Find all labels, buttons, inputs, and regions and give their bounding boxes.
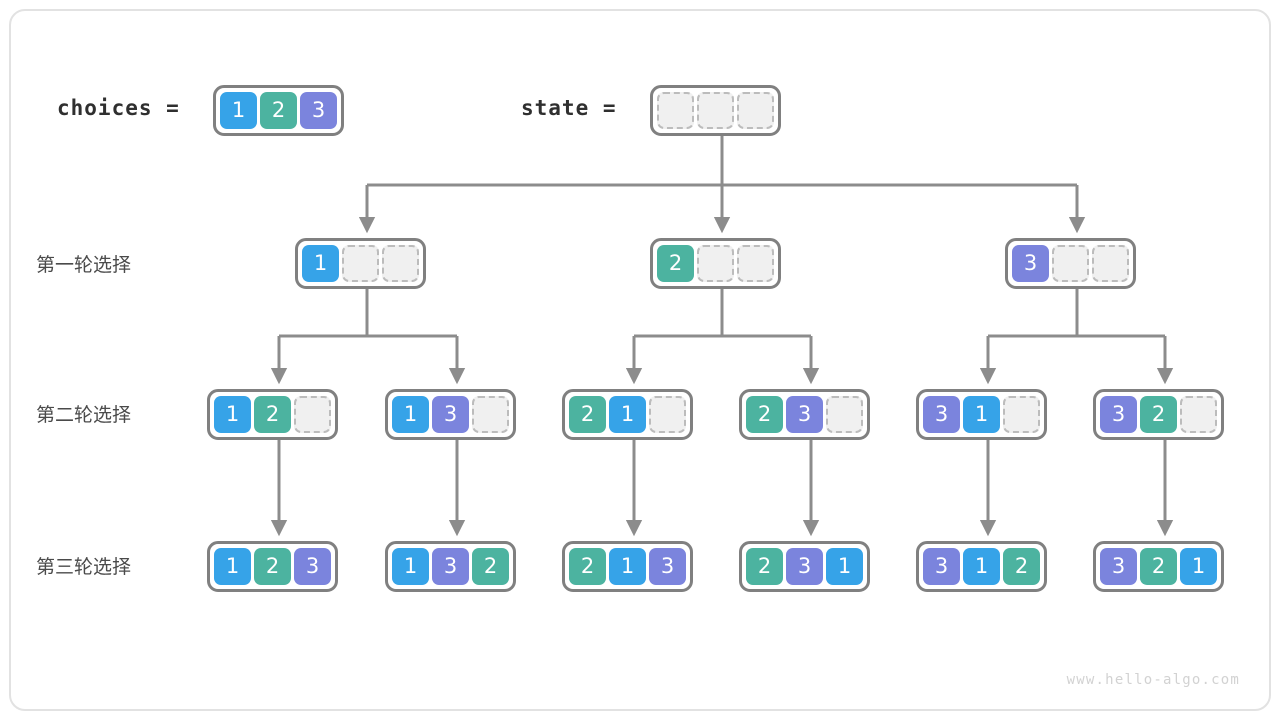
level1-node-3: 3: [1005, 238, 1136, 289]
array-cell-value: 1: [220, 92, 257, 129]
array-cell-empty: [697, 92, 734, 129]
array-cell-empty: [697, 245, 734, 282]
array-cell-value: 1: [392, 396, 429, 433]
array-cell-value: 1: [826, 548, 863, 585]
array-cell-value: 3: [300, 92, 337, 129]
row-label-round-3: 第三轮选择: [36, 556, 132, 578]
array-cell-empty: [472, 396, 509, 433]
array-cell-value: 3: [1100, 396, 1137, 433]
array-cell-empty: [649, 396, 686, 433]
array-cell-empty: [737, 92, 774, 129]
array-cell-value: 2: [746, 548, 783, 585]
choices-label: choices =: [57, 96, 180, 120]
array-cell-empty: [826, 396, 863, 433]
array-cell-value: 3: [923, 548, 960, 585]
watermark: www.hello-algo.com: [1066, 672, 1240, 688]
array-cell-value: 3: [923, 396, 960, 433]
array-cell-value: 3: [649, 548, 686, 585]
array-cell-value: 1: [214, 548, 251, 585]
array-cell-value: 3: [1100, 548, 1137, 585]
array-cell-value: 2: [1140, 396, 1177, 433]
array-cell-empty: [342, 245, 379, 282]
array-cell-value: 2: [254, 548, 291, 585]
array-cell-value: 2: [472, 548, 509, 585]
array-cell-value: 2: [1140, 548, 1177, 585]
array-cell-value: 2: [746, 396, 783, 433]
array-cell-value: 2: [260, 92, 297, 129]
array-cell-value: 1: [963, 396, 1000, 433]
array-cell-value: 1: [392, 548, 429, 585]
array-cell-value: 1: [302, 245, 339, 282]
array-cell-empty: [1052, 245, 1089, 282]
state-label: state =: [521, 96, 617, 120]
array-cell-empty: [657, 92, 694, 129]
array-cell-value: 3: [786, 396, 823, 433]
array-cell-value: 3: [294, 548, 331, 585]
array-cell-value: 3: [432, 548, 469, 585]
level1-node-2: 2: [650, 238, 781, 289]
row-label-round-1: 第一轮选择: [36, 254, 132, 276]
array-cell-empty: [1092, 245, 1129, 282]
level1-node-1: 1: [295, 238, 426, 289]
row-label-round-2: 第二轮选择: [36, 404, 132, 426]
array-cell-value: 2: [657, 245, 694, 282]
array-cell-value: 3: [786, 548, 823, 585]
array-cell-value: 2: [254, 396, 291, 433]
state-array: [650, 85, 781, 136]
array-cell-empty: [737, 245, 774, 282]
array-cell-value: 2: [569, 396, 606, 433]
array-cell-empty: [1180, 396, 1217, 433]
array-cell-value: 2: [569, 548, 606, 585]
array-cell-empty: [382, 245, 419, 282]
array-cell-empty: [1003, 396, 1040, 433]
figure-frame: [9, 9, 1271, 711]
array-cell-value: 1: [609, 396, 646, 433]
array-cell-value: 2: [1003, 548, 1040, 585]
array-cell-value: 3: [1012, 245, 1049, 282]
array-cell-value: 3: [432, 396, 469, 433]
array-cell-value: 1: [609, 548, 646, 585]
array-cell-value: 1: [214, 396, 251, 433]
array-cell-value: 1: [1180, 548, 1217, 585]
array-cell-empty: [294, 396, 331, 433]
array-cell-value: 1: [963, 548, 1000, 585]
